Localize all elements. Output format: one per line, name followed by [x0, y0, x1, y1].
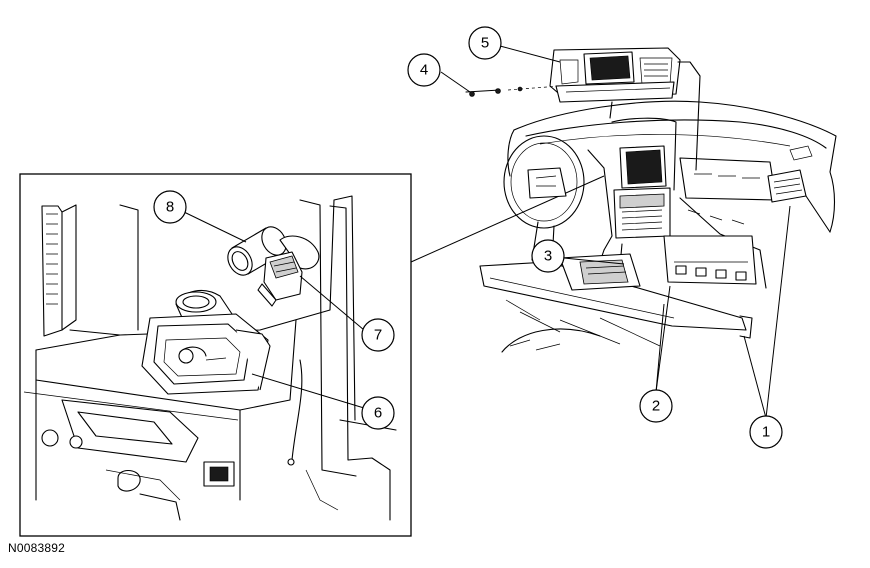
center-console-trim [479, 253, 753, 353]
upper-bezel-assembly [549, 47, 701, 171]
console-housing [23, 195, 397, 521]
receptacle-bezel [141, 313, 271, 395]
callout-5: 5 [468, 26, 502, 60]
callout-2-label: 2 [652, 398, 660, 415]
callout-6-label: 6 [374, 405, 382, 422]
callout-4-label: 4 [420, 62, 428, 79]
callout-8: 8 [153, 190, 187, 224]
callout-7: 7 [361, 318, 395, 352]
instrument-panel [503, 100, 837, 289]
callout-2: 2 [639, 389, 673, 423]
vent-trim-strip [41, 204, 77, 337]
callout-3: 3 [531, 239, 565, 273]
callout-4: 4 [407, 53, 441, 87]
connector-harness [175, 289, 237, 323]
inset-leader-line [410, 175, 605, 263]
usb-receptacle [203, 461, 235, 487]
callout-7-label: 7 [374, 327, 382, 344]
figure-id: N0083892 [8, 541, 65, 555]
detail-inset [19, 173, 412, 537]
lower-bracket [41, 399, 199, 521]
jack-sleeve [227, 226, 320, 276]
callout-6: 6 [361, 396, 395, 430]
retaining-screws [465, 85, 561, 97]
callout-8-label: 8 [166, 199, 174, 216]
callout-1-label: 1 [762, 424, 770, 441]
callout-1: 1 [749, 415, 783, 449]
callout-5-label: 5 [481, 35, 489, 52]
wiring-connector [257, 251, 303, 307]
callout-3-label: 3 [544, 248, 552, 265]
